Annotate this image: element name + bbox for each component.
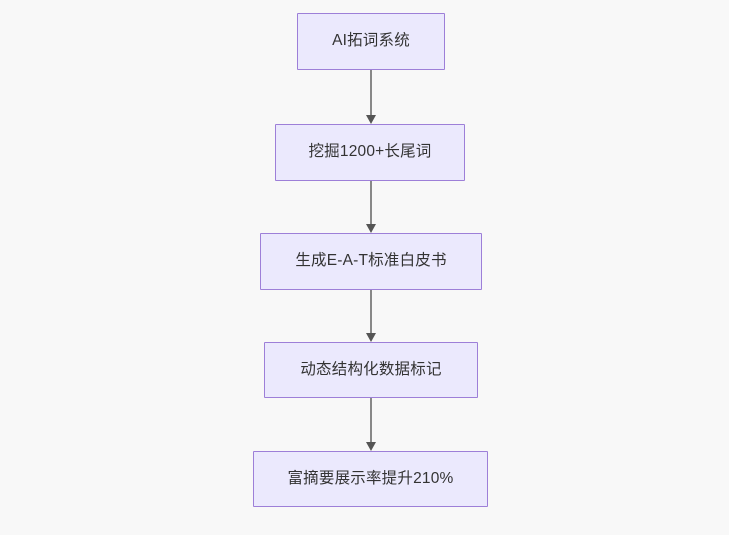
arrowhead-icon	[365, 333, 376, 342]
flow-node-generate-eat-whitepaper[interactable]: 生成E-A-T标准白皮书	[260, 233, 482, 290]
flow-node-dynamic-structured-data[interactable]: 动态结构化数据标记	[264, 342, 478, 398]
arrowhead-icon	[365, 115, 376, 124]
flow-node-rich-snippet-uplift[interactable]: 富摘要展示率提升210%	[253, 451, 488, 507]
arrowhead-icon	[365, 442, 376, 451]
flow-node-label: 挖掘1200+长尾词	[308, 143, 432, 161]
edge-line	[370, 398, 372, 443]
arrowhead-icon	[365, 224, 376, 233]
edge-line	[370, 181, 372, 225]
edge-line	[370, 70, 372, 116]
flow-node-label: 生成E-A-T标准白皮书	[295, 252, 447, 270]
flow-node-mine-longtail-keywords[interactable]: 挖掘1200+长尾词	[275, 124, 465, 181]
flow-node-ai-keyword-system[interactable]: AI拓词系统	[297, 13, 445, 70]
flow-node-label: AI拓词系统	[332, 32, 410, 50]
flow-node-label: 动态结构化数据标记	[300, 360, 442, 378]
flow-node-label: 富摘要展示率提升210%	[287, 469, 454, 487]
edge-line	[370, 290, 372, 334]
